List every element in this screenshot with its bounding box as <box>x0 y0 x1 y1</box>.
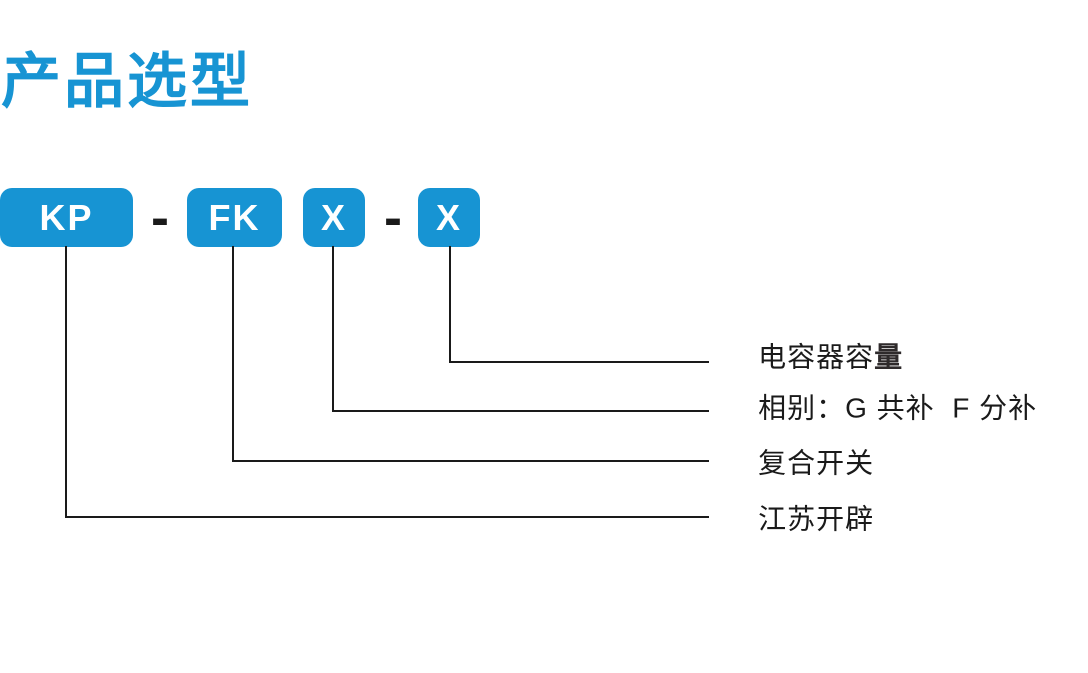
dash-glyph: - <box>151 187 169 248</box>
connector-fk-horizontal <box>232 460 709 462</box>
code-box-fk-label: FK <box>208 196 261 238</box>
connector-x-capacity-horizontal <box>449 361 709 363</box>
connector-kp-horizontal <box>65 516 709 518</box>
connector-fk-vertical <box>232 246 234 462</box>
dash-glyph: - <box>384 187 402 248</box>
code-box-kp: KP <box>0 188 133 247</box>
code-box-x-capacity: X <box>418 188 480 247</box>
page-title: 产品选型 <box>1 48 253 115</box>
callout-phase-type-text: 相别：G 共补 F 分补 <box>758 392 1038 424</box>
callout-brand-name-text: 江苏开辟 <box>758 503 875 535</box>
connector-x-phase-vertical <box>332 246 334 412</box>
code-box-fk: FK <box>187 188 282 247</box>
connector-x-capacity-vertical <box>449 246 451 363</box>
callout-brand-name: 江苏开辟 <box>723 472 874 569</box>
code-box-x-phase-label: X <box>320 196 347 238</box>
callout-capacitor-capacity-tail: 量 <box>874 341 904 373</box>
dash-separator-1: - <box>144 188 176 247</box>
callout-composite-switch: 复合开关 <box>723 416 874 513</box>
code-box-kp-label: KP <box>39 196 94 238</box>
callout-phase-type: 相别：G 共补 F 分补 <box>723 361 1037 458</box>
connector-x-phase-horizontal <box>332 410 709 412</box>
callout-capacitor-capacity: 电容器容量 <box>723 310 903 407</box>
callout-capacitor-capacity-text: 电容器容 <box>758 341 875 373</box>
code-box-x-phase: X <box>303 188 365 247</box>
code-box-x-capacity-label: X <box>435 196 462 238</box>
dash-separator-2: - <box>377 188 409 247</box>
callout-composite-switch-text: 复合开关 <box>758 447 875 479</box>
connector-kp-vertical <box>65 246 67 518</box>
